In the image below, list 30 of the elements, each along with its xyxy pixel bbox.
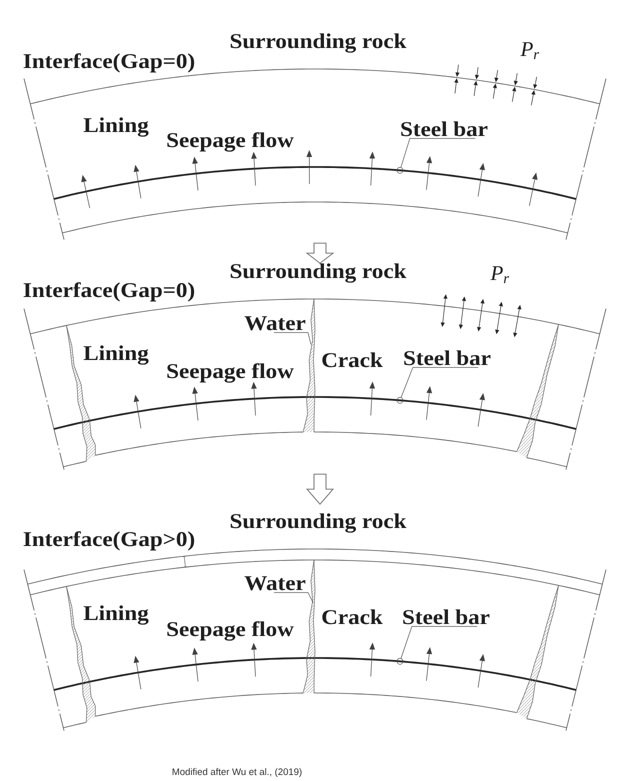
part-label: Steel bar [404,350,490,366]
interface-label: Interface(Gap>0) [24,531,194,550]
part-label: Lining [84,345,149,365]
load-label: P$_{r}$ [520,42,540,60]
part-label: Steel bar [401,121,488,136]
leader-line [400,138,476,168]
part-label: Lining [84,117,149,137]
flow-label: Seepage flow [167,363,294,383]
flow-label: Seepage flow [167,132,294,152]
leader-line [400,367,478,398]
leader-line [274,332,312,345]
part-label: Water [244,576,306,590]
lining-section [24,548,606,732]
region-label: Surrounding rock [230,263,406,283]
part-label: Crack [322,352,383,368]
region-label: Surrounding rock [230,513,406,533]
region-label: Surrounding rock [230,33,406,53]
hollow-arrow [306,474,334,505]
flow-label: Seepage flow [167,621,294,641]
leader-line [274,592,314,603]
load-label: P$_{r}$ [490,266,510,284]
interface-label: Interface(Gap=0) [24,282,194,302]
interface-label: Interface(Gap=0) [24,53,194,72]
leader-line [400,626,478,659]
hollow-arrow [306,242,334,264]
caption: Modified after Wu et al., (2019) [172,768,302,777]
part-label: Water [244,316,306,330]
part-label: Crack [322,609,383,624]
part-label: Steel bar [403,609,490,624]
part-label: Lining [84,605,149,625]
